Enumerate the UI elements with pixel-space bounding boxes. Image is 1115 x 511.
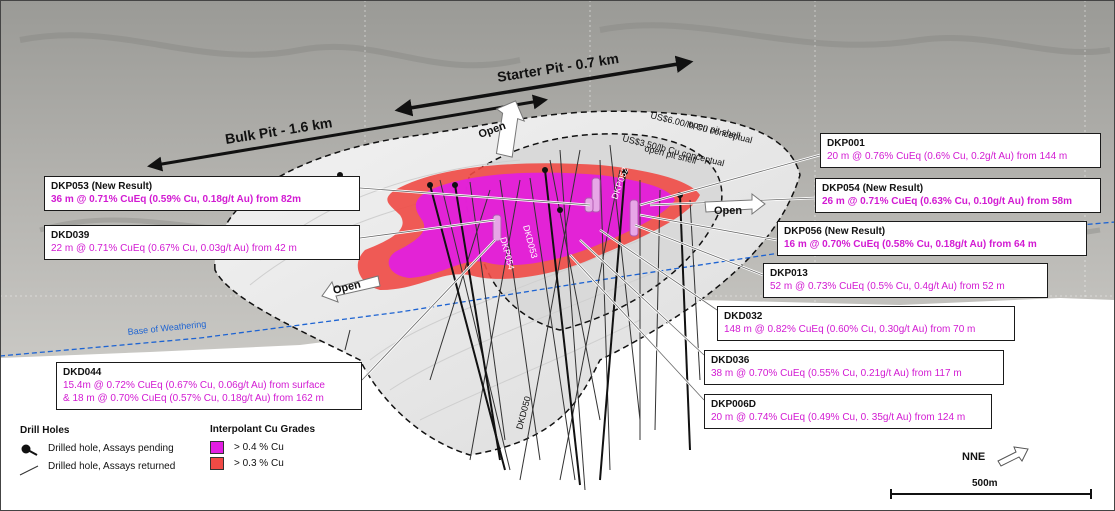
open-label-east: Open [714,205,742,217]
callout-dkd044: DKD044 15.4m @ 0.72% CuEq (0.67% Cu, 0.0… [56,362,362,410]
legend-pending-label: Drilled hole, Assays pending [48,442,174,454]
callout-dkd032: DKD032 148 m @ 0.82% CuEq (0.60% Cu, 0.3… [717,306,1015,341]
north-label: NNE [962,451,986,463]
callout-hole-name: DKD032 [724,311,763,322]
callout-hole-name: DKD039 [51,230,90,241]
callout-dkp054: DKP054 (New Result) 26 m @ 0.71% CuEq (0… [815,178,1101,213]
legend-grade-low-label: > 0.3 % Cu [234,457,284,469]
callout-dkd036: DKD036 38 m @ 0.70% CuEq (0.55% Cu, 0.21… [704,350,1004,385]
callout-result: 38 m @ 0.70% CuEq (0.55% Cu, 0.21g/t Au)… [711,368,962,379]
legend-pending-symbol [21,444,38,456]
legend-drill-holes: Drill Holes Drilled hole, Assays pending… [20,425,175,474]
callout-dkp056: DKP056 (New Result) 16 m @ 0.70% CuEq (0… [777,221,1087,256]
callout-result: 16 m @ 0.70% CuEq (0.58% Cu, 0.18g/t Au)… [784,239,1037,250]
north-arrow-icon [997,446,1029,467]
open-arrow-east: Open [704,192,766,217]
leader-line-outlines [359,154,821,401]
callout-dkd039: DKD039 22 m @ 0.71% CuEq (0.67% Cu, 0.03… [44,225,360,260]
callout-result: 26 m @ 0.71% CuEq (0.63% Cu, 0.10g/t Au)… [822,196,1073,207]
legend-grade-high-label: > 0.4 % Cu [234,441,284,453]
callout-hole-name: DKP056 (New Result) [784,226,886,237]
callout-hole-name: DKP001 [827,138,865,149]
callout-result: 15.4m @ 0.72% CuEq (0.67% Cu, 0.06g/t Au… [63,380,325,391]
callout-hole-name: DKP013 [770,268,808,279]
callout-dkp001: DKP001 20 m @ 0.76% CuEq (0.6% Cu, 0.2g/… [820,133,1101,168]
callout-result: 22 m @ 0.71% CuEq (0.67% Cu, 0.03g/t Au)… [51,243,297,254]
mineralised-intercepts [492,177,639,242]
callout-hole-name: DKP006D [711,399,757,410]
legend-grade-low-swatch [210,456,224,470]
drill-holes-returned [344,144,701,491]
legend-pending-row: Drilled hole, Assays pending [20,440,175,456]
callout-hole-name: DKP054 (New Result) [822,183,924,194]
legend-grade-high-row: > 0.4 % Cu [210,439,315,455]
legend-grade-title: Interpolant Cu Grades [210,424,316,435]
drill-holes-pending [429,169,691,486]
callout-dkp006d: DKP006D 20 m @ 0.74% CuEq (0.49% Cu, 0. … [704,394,992,429]
high-grade-shell [388,172,675,278]
legend-grades: Interpolant Cu Grades > 0.4 % Cu > 0.3 %… [210,424,315,471]
callout-hole-name: DKD044 [63,367,102,378]
legend-grade-low-row: > 0.3 % Cu [210,455,315,471]
callout-result: 36 m @ 0.71% CuEq (0.59% Cu, 0.18g/t Au)… [51,194,302,205]
callout-result: 148 m @ 0.82% CuEq (0.60% Cu, 0.30g/t Au… [724,324,976,335]
scale-label: 500m [972,478,998,489]
callout-result-second: & 18 m @ 0.70% CuEq (0.57% Cu, 0.18g/t A… [63,393,324,404]
callout-result: 20 m @ 0.74% CuEq (0.49% Cu, 0. 35g/t Au… [711,412,966,423]
callout-result: 52 m @ 0.73% CuEq (0.5% Cu, 0.4g/t Au) f… [770,281,1005,292]
callout-hole-name: DKD036 [711,355,750,366]
legend-drill-title: Drill Holes [20,425,70,436]
callout-hole-name: DKP053 (New Result) [51,181,153,192]
legend-grade-high-swatch [210,440,224,454]
callout-dkp053: DKP053 (New Result) 36 m @ 0.71% CuEq (0… [44,176,360,211]
callout-dkp013: DKP013 52 m @ 0.73% CuEq (0.5% Cu, 0.4g/… [763,263,1048,298]
legend-returned-row: Drilled hole, Assays returned [20,458,175,474]
legend-returned-label: Drilled hole, Assays returned [48,460,176,472]
legend-returned-symbol [19,465,39,476]
terrain-ridge-2 [599,22,1111,56]
scale-bar [890,489,1092,499]
bulk-pit-arrow [147,94,548,172]
callout-result: 20 m @ 0.76% CuEq (0.6% Cu, 0.2g/t Au) f… [827,151,1068,162]
